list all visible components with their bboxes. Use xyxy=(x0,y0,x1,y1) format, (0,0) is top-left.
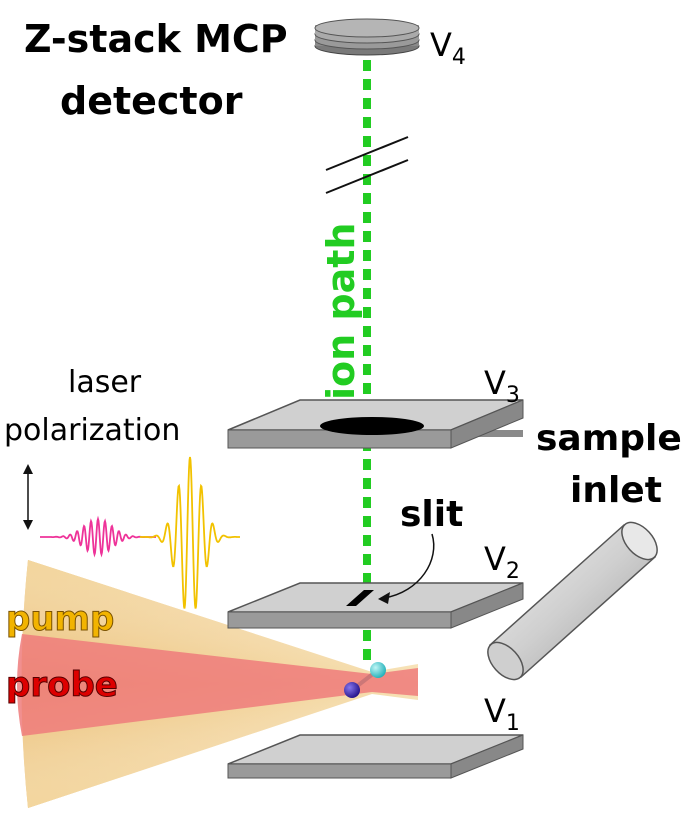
plate-v1 xyxy=(227,734,524,779)
slit-arrow xyxy=(378,533,435,604)
plate-v2 xyxy=(227,582,524,629)
slit-label: slit xyxy=(400,494,463,535)
v4-label: V4 xyxy=(430,26,466,70)
v2-label: V2 xyxy=(484,540,520,584)
detector-title-line1: Z-stack MCP xyxy=(24,17,288,61)
slit-opening xyxy=(346,590,374,606)
pump-pulse-waveform xyxy=(40,515,156,558)
axis-break-marks xyxy=(325,136,409,194)
ion-path-label: ion path xyxy=(319,223,363,400)
probe-pulse-waveform xyxy=(140,456,240,609)
detector-title-line2: detector xyxy=(60,79,243,123)
sample-label-line2: inlet xyxy=(570,470,662,511)
atom-blue xyxy=(344,682,360,698)
sample-inlet-tube xyxy=(487,521,658,681)
atom-cyan xyxy=(370,662,386,678)
sample-label-line1: sample xyxy=(536,418,682,459)
molecule xyxy=(344,662,386,698)
plate-v3 xyxy=(227,399,524,449)
probe-label: probe xyxy=(6,665,118,705)
v1-label: V1 xyxy=(484,692,520,736)
mcp-detector xyxy=(314,18,420,56)
plate-aperture xyxy=(320,417,424,435)
polarization-arrow-icon xyxy=(23,464,33,530)
pump-label: pump xyxy=(6,599,114,639)
laser-label-line2: polarization xyxy=(4,413,180,448)
probe-beam xyxy=(17,634,418,736)
v3-label: V3 xyxy=(484,364,520,408)
laser-label-line1: laser xyxy=(68,365,142,400)
